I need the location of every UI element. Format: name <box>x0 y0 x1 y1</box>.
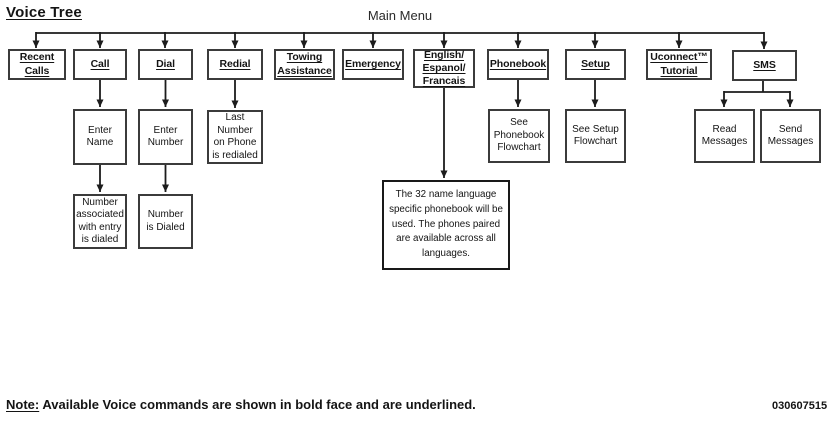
node-dial: Dial <box>138 49 193 80</box>
main-menu-label: Main Menu <box>367 8 433 23</box>
node-read-messages: Read Messages <box>694 109 755 163</box>
page-title: Voice Tree <box>6 4 82 21</box>
footnote-prefix: Note: <box>6 397 40 412</box>
node-language-select: English/ Espanol/ Francais <box>413 49 475 88</box>
node-enter-name: Enter Name <box>73 109 127 165</box>
node-uconnect-tutorial: Uconnect™ Tutorial <box>646 49 712 80</box>
node-redial: Redial <box>207 49 263 80</box>
node-see-setup-flowchart: See Setup Flowchart <box>565 109 626 163</box>
node-sms: SMS <box>732 50 797 81</box>
node-see-phonebook-flowchart: See Phonebook Flowchart <box>488 109 550 163</box>
node-send-messages: Send Messages <box>760 109 821 163</box>
node-number-is-dialed: Number is Dialed <box>138 194 193 249</box>
node-towing-assistance: Towing Assistance <box>274 49 335 80</box>
node-enter-number: Enter Number <box>138 109 193 165</box>
node-setup: Setup <box>565 49 626 80</box>
footnote: Note: Available Voice commands are shown… <box>6 397 476 412</box>
node-phonebook: Phonebook <box>487 49 549 80</box>
footnote-text: Available Voice commands are shown in bo… <box>39 397 476 412</box>
node-call: Call <box>73 49 127 80</box>
node-last-number-redialed: Last Number on Phone is redialed <box>207 110 263 164</box>
node-emergency: Emergency <box>342 49 404 80</box>
node-recent-calls: Recent Calls <box>8 49 66 80</box>
node-number-associated-dialed: Number associated with entry is dialed <box>73 194 127 249</box>
doc-number: 030607515 <box>772 400 828 412</box>
node-language-note: The 32 name language specific phonebook … <box>382 180 510 270</box>
